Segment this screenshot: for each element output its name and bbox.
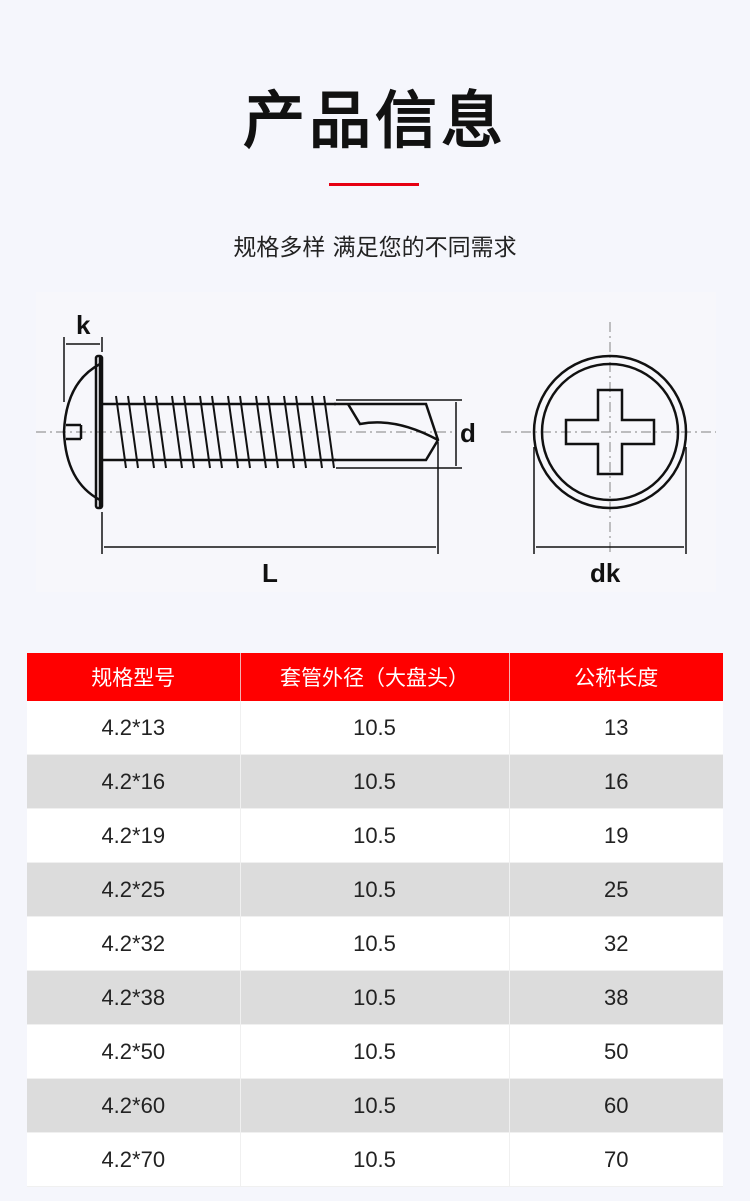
page-subtitle: 规格多样 满足您的不同需求 — [233, 235, 517, 261]
label-dk: dk — [590, 558, 621, 588]
page-title: 产品信息 — [242, 84, 507, 157]
cell-model: 4.2*50 — [27, 1024, 241, 1079]
cell-model: 4.2*32 — [27, 916, 241, 971]
label-k: k — [76, 310, 91, 340]
cell-nominal-length: 25 — [509, 862, 723, 917]
cell-nominal-length: 16 — [509, 754, 723, 809]
cell-model: 4.2*38 — [27, 970, 241, 1025]
screw-drawing: k d L dk — [36, 310, 716, 588]
cell-nominal-length: 19 — [509, 808, 723, 863]
header-nominal-length: 公称长度 — [509, 653, 723, 701]
cell-model: 4.2*70 — [27, 1132, 241, 1187]
cell-model: 4.2*13 — [27, 701, 241, 755]
cell-nominal-length: 38 — [509, 970, 723, 1025]
screw-dimension-diagram: k d L dk — [36, 292, 716, 592]
cell-nominal-length: 13 — [509, 701, 723, 755]
cell-sleeve-diameter: 10.5 — [240, 701, 510, 755]
cell-nominal-length: 50 — [509, 1024, 723, 1079]
label-L: L — [262, 558, 278, 588]
cell-sleeve-diameter: 10.5 — [240, 916, 510, 971]
cell-nominal-length: 70 — [509, 1132, 723, 1187]
cell-model: 4.2*25 — [27, 862, 241, 917]
label-d: d — [460, 418, 476, 448]
cell-sleeve-diameter: 10.5 — [240, 970, 510, 1025]
cell-sleeve-diameter: 10.5 — [240, 862, 510, 917]
cell-model: 4.2*16 — [27, 754, 241, 809]
header-sleeve-diameter: 套管外径（大盘头） — [240, 653, 510, 701]
cell-model: 4.2*60 — [27, 1078, 241, 1133]
cell-sleeve-diameter: 10.5 — [240, 754, 510, 809]
header-model: 规格型号 — [27, 653, 241, 701]
cell-nominal-length: 32 — [509, 916, 723, 971]
cell-sleeve-diameter: 10.5 — [240, 1132, 510, 1187]
cell-sleeve-diameter: 10.5 — [240, 1024, 510, 1079]
cell-sleeve-diameter: 10.5 — [240, 808, 510, 863]
title-divider — [329, 183, 419, 186]
cell-nominal-length: 60 — [509, 1078, 723, 1133]
table-header-row: 规格型号 套管外径（大盘头） 公称长度 — [27, 653, 723, 701]
cell-sleeve-diameter: 10.5 — [240, 1078, 510, 1133]
cell-model: 4.2*19 — [27, 808, 241, 863]
